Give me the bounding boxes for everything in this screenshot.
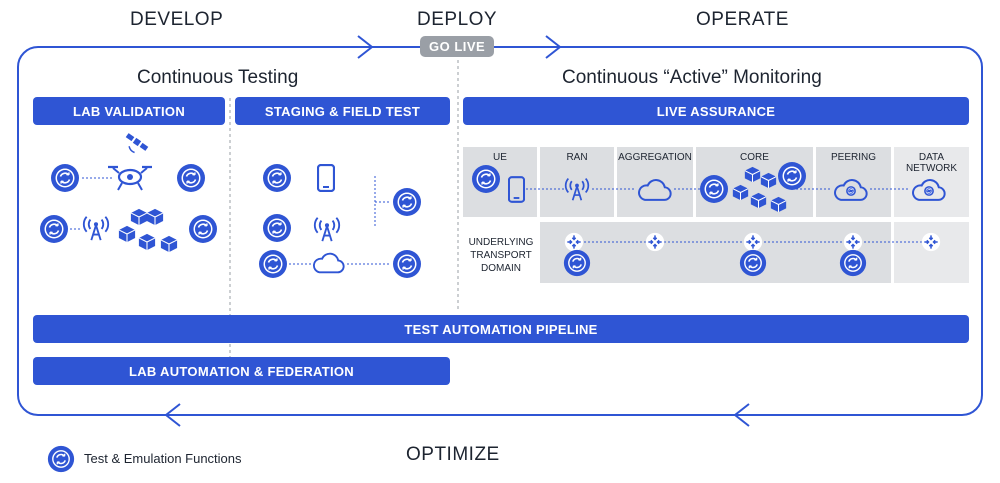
test-function-icon <box>699 174 729 204</box>
antenna-icon <box>313 216 341 243</box>
domain-label-peering: PEERING <box>830 152 876 163</box>
staging-field-diagram <box>258 163 422 279</box>
test-function-icon <box>188 214 218 244</box>
domain-peering <box>816 147 891 217</box>
cubes-icon <box>118 208 178 253</box>
staging-field-test-bar: STAGING & FIELD TEST <box>235 97 450 125</box>
cloud-icon <box>312 252 345 274</box>
test-function-icon <box>262 213 292 243</box>
legend-test-function-icon <box>47 445 75 473</box>
go-live-badge: GO LIVE <box>420 36 495 57</box>
domain-label-ue: UE <box>493 152 507 163</box>
live-assurance-diagram <box>471 161 946 277</box>
domain-label-aggregation: AGGREGATION <box>618 152 692 163</box>
domain-label-core: CORE <box>740 152 769 163</box>
test-function-icon <box>392 249 422 279</box>
legend-label: Test & Emulation Functions <box>84 451 242 466</box>
continuous-testing-title: Continuous Testing <box>137 67 299 88</box>
test-function-icon <box>839 249 867 277</box>
transport-domain-label: UNDERLYING TRANSPORT DOMAIN <box>468 237 534 274</box>
phase-operate: OPERATE <box>696 9 789 30</box>
transport-domain <box>540 222 891 283</box>
phone-icon <box>508 176 525 203</box>
router-icon <box>843 232 863 252</box>
antenna-icon <box>82 215 110 242</box>
live-assurance-bar: LIVE ASSURANCE <box>463 97 969 125</box>
router-icon <box>564 232 584 252</box>
test-function-icon <box>176 163 206 193</box>
domain-label-ran: RAN <box>566 152 588 163</box>
lab-automation-federation-bar: LAB AUTOMATION & FEDERATION <box>33 357 450 385</box>
domain-data-network <box>894 147 969 217</box>
test-function-icon <box>258 249 288 279</box>
active-monitoring-title: Continuous “Active” Monitoring <box>562 67 822 88</box>
domain-aggregation <box>617 147 693 217</box>
phone-icon <box>317 164 335 192</box>
router-icon <box>921 232 941 252</box>
domain-ran <box>540 147 614 217</box>
test-function-icon <box>739 249 767 277</box>
drone-icon <box>108 165 152 191</box>
test-function-icon <box>50 163 80 193</box>
test-function-icon <box>563 249 591 277</box>
test-function-icon <box>392 187 422 217</box>
phase-deploy: DEPLOY <box>417 9 498 30</box>
cubes-icon <box>732 166 787 213</box>
phase-develop: DEVELOP <box>130 9 224 30</box>
satellite-icon <box>125 133 149 154</box>
phase-optimize: OPTIMIZE <box>406 444 500 465</box>
transport-domain-edge <box>894 222 969 283</box>
antenna-icon <box>564 177 590 202</box>
test-function-icon <box>39 214 69 244</box>
router-icon <box>645 232 665 252</box>
cloud-icon <box>638 179 672 201</box>
test-function-icon <box>262 163 292 193</box>
test-automation-pipeline-bar: TEST AUTOMATION PIPELINE <box>33 315 969 343</box>
test-function-icon <box>777 161 807 191</box>
lab-validation-bar: LAB VALIDATION <box>33 97 225 125</box>
router-icon <box>743 232 763 252</box>
domain-label-data-network: DATA NETWORK <box>905 152 958 174</box>
test-function-icon <box>471 164 501 194</box>
lab-validation-diagram <box>39 133 218 253</box>
